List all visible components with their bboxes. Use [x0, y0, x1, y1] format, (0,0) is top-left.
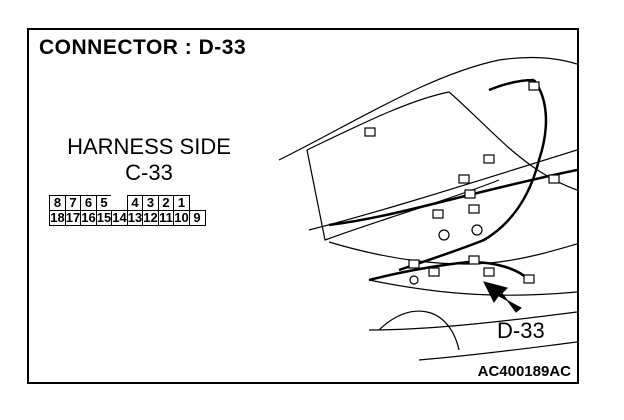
windshield-upper [306, 91, 450, 151]
connector-pin [111, 195, 128, 211]
harness-connector-id: C-33 [125, 160, 173, 185]
vehicle-illustration [278, 56, 577, 361]
connector-pin: 1 [173, 195, 190, 211]
grommet [471, 224, 483, 236]
callout-arrow [483, 281, 522, 313]
connector-clip [523, 274, 535, 284]
connector-pin: 13 [126, 209, 144, 226]
connector-clip [464, 189, 476, 199]
grommet [409, 275, 419, 285]
connector-pin: 10 [173, 209, 190, 226]
connector-clip [428, 267, 440, 277]
harness-lower [368, 260, 530, 282]
connector-clip [483, 267, 495, 277]
connector-clip [408, 259, 420, 269]
connector-pin: 11 [157, 209, 175, 226]
harness-side-label: HARNESS SIDE [67, 134, 231, 159]
callout-label: D-33 [497, 318, 545, 343]
connector-clip [548, 174, 560, 184]
connector-clip [364, 127, 376, 137]
lower-body [368, 311, 577, 331]
fender-line [368, 279, 577, 296]
connector-pin: 14 [111, 209, 128, 226]
harness-upper [488, 78, 535, 92]
connector-clip [468, 204, 480, 214]
connector-clip [468, 255, 480, 265]
wheel-arch [378, 310, 460, 351]
figure-code: AC400189AC [477, 363, 571, 380]
bumper-line [418, 341, 577, 361]
connector-clip [483, 154, 495, 164]
hood-line [328, 241, 577, 265]
connector-clip [458, 174, 470, 184]
diagram-title: CONNECTOR : D-33 [39, 36, 247, 59]
roof-line [278, 56, 577, 161]
connector-pin: 18 [49, 209, 66, 226]
grommet [438, 229, 450, 241]
windshield-frame [306, 149, 500, 241]
connector-clip [528, 81, 540, 91]
harness-main [398, 79, 548, 272]
harness-branch [328, 168, 577, 227]
harness-side-caption: HARNESS SIDE C-33 [49, 134, 249, 186]
connector-pin: 9 [188, 209, 206, 226]
connector-clip [432, 209, 444, 219]
